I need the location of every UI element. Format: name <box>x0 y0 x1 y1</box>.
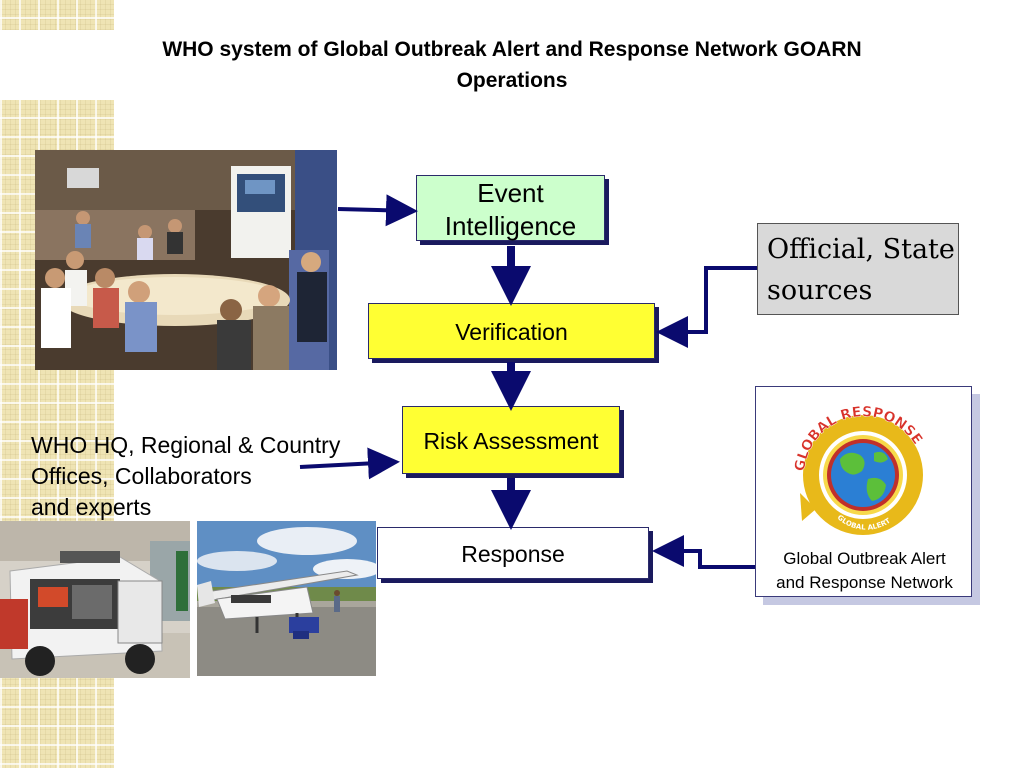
title-line-1: WHO system of Global Outbreak Alert and … <box>162 38 862 61</box>
goarn-logo-icon: GLOBAL RESPONSE GLOBAL ALERT <box>792 404 925 535</box>
official-state-sources-box: Official, State sources <box>757 223 959 315</box>
goarn-box: GLOBAL RESPONSE GLOBAL ALERT Global Outb… <box>755 386 972 597</box>
response-label: Response <box>461 541 565 567</box>
goarn-to-response-arrow <box>652 535 755 569</box>
title-line-2: Operations <box>456 69 568 92</box>
airplane-photo <box>197 521 376 676</box>
official-to-verification-arrow <box>656 266 757 348</box>
who-line-1: WHO HQ, Regional & Country <box>31 432 341 458</box>
photo-to-event-arrow <box>337 194 418 227</box>
who-to-risk-arrow <box>299 447 400 480</box>
event-intelligence-box: Event Intelligence <box>416 175 605 241</box>
page-title: WHO system of Global Outbreak Alert and … <box>0 34 1024 96</box>
who-line-3: and experts <box>31 494 152 520</box>
event-intelligence-line-2: Intelligence <box>444 211 577 241</box>
risk-assessment-box: Risk Assessment <box>402 406 620 474</box>
goarn-caption-line-2: and Response Network <box>776 573 953 592</box>
meeting-room-photo <box>35 150 337 370</box>
verification-label: Verification <box>455 319 568 345</box>
decorative-strip-top <box>0 0 114 30</box>
verification-box: Verification <box>368 303 655 359</box>
goarn-caption: Global Outbreak Alert and Response Netwo… <box>756 547 973 595</box>
risk-assessment-label: Risk Assessment <box>423 428 599 454</box>
official-line-2: sources <box>767 275 873 306</box>
who-offices-label: WHO HQ, Regional & Country Offices, Coll… <box>31 430 340 523</box>
event-intelligence-line-1: Event <box>477 178 544 208</box>
field-vehicle-photo <box>0 521 190 678</box>
goarn-caption-line-1: Global Outbreak Alert <box>783 549 946 568</box>
who-line-2: Offices, Collaborators <box>31 463 252 489</box>
official-line-1: Official, State <box>767 234 955 265</box>
